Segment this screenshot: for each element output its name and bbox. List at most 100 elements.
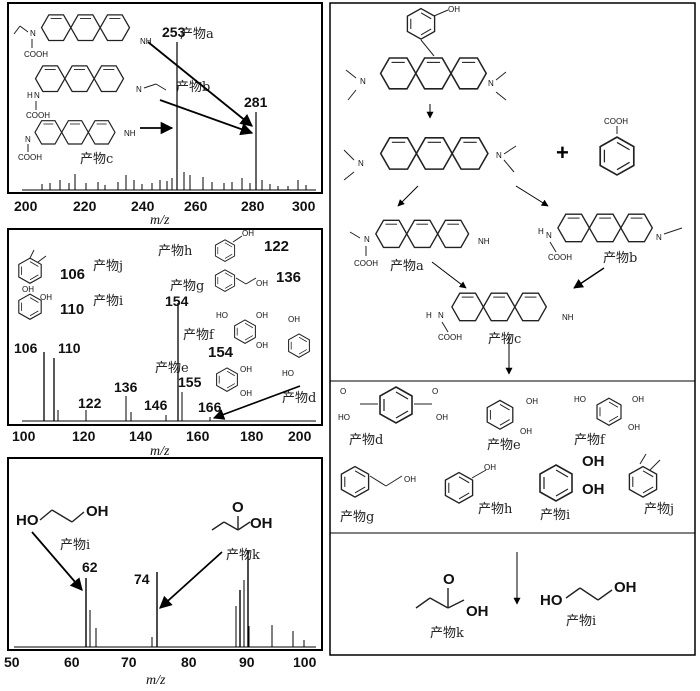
- svg-text:OH: OH: [632, 395, 644, 404]
- svg-text:106: 106: [14, 340, 38, 356]
- svg-text:OH: OH: [22, 285, 34, 294]
- product-c-structure-2: H N COOH NH: [426, 292, 574, 342]
- plus-sign: +: [556, 140, 569, 165]
- svg-text:260: 260: [184, 198, 208, 214]
- svg-text:O: O: [443, 571, 455, 588]
- benzoic-acid-structure: COOH: [599, 117, 635, 176]
- svg-text:140: 140: [129, 428, 153, 444]
- legend-110: 110: [60, 301, 84, 318]
- svg-text:OH: OH: [288, 315, 300, 324]
- rhodamine-intermediate-structure: N N: [343, 137, 517, 181]
- panel-3-xlabel: m/z: [146, 673, 166, 688]
- degradation-scheme-panel: OH N N N N + COOH: [329, 2, 696, 656]
- svg-text:HO: HO: [540, 592, 563, 609]
- panel-3-minor-peaks: [89, 580, 305, 647]
- product-i-structure-3: OH OH: [539, 453, 605, 502]
- product-f-structure-2: HO OH OH: [574, 395, 644, 432]
- svg-text:H: H: [538, 227, 544, 236]
- arrow-b-to-c: [573, 267, 605, 289]
- spectrum-panel-1: 253 281 产物a 产物b 产物c N COOH NH H N COOH N…: [7, 2, 323, 228]
- product-e-label: 产物e: [155, 361, 189, 376]
- svg-text:154: 154: [165, 293, 189, 309]
- scheme-frame: [329, 2, 696, 656]
- arrow-a-to-281: [147, 41, 253, 127]
- product-g-structure-1: OH: [214, 269, 268, 292]
- svg-text:OH: OH: [582, 453, 605, 470]
- svg-text:COOH: COOH: [438, 333, 462, 342]
- product-h-label: 产物h: [158, 244, 193, 259]
- legend-106: 106: [60, 266, 85, 283]
- scheme-label-c: 产物c: [488, 332, 521, 347]
- arrow-i-to-62: [31, 531, 83, 591]
- rhodamine-b-structure: OH N N: [345, 5, 507, 101]
- product-e-structure-1: OH OH: [216, 365, 252, 398]
- svg-text:OH: OH: [520, 427, 532, 436]
- svg-text:H: H: [426, 311, 432, 320]
- svg-text:OH: OH: [628, 423, 640, 432]
- product-d-label: 产物d: [282, 391, 316, 406]
- product-b-label: 产物b: [176, 80, 210, 95]
- svg-text:166: 166: [198, 399, 222, 415]
- panel-2-xlabel: m/z: [150, 444, 170, 459]
- panel-2-peak-labels: 106 110 122 136 146 154 155 166: [14, 293, 222, 415]
- svg-text:COOH: COOH: [548, 253, 572, 262]
- svg-text:136: 136: [114, 379, 138, 395]
- svg-text:OH: OH: [240, 365, 252, 374]
- product-i-structure-1: OH OH: [18, 285, 52, 320]
- svg-text:N: N: [438, 311, 444, 320]
- svg-text:HO: HO: [574, 395, 586, 404]
- svg-text:COOH: COOH: [354, 259, 378, 268]
- svg-text:NH: NH: [124, 129, 136, 138]
- svg-text:N: N: [364, 235, 370, 244]
- product-c-label: 产物c: [80, 152, 113, 167]
- product-d-structure-1: OH HO: [282, 315, 311, 378]
- svg-text:COOH: COOH: [24, 50, 48, 59]
- scheme-label-a: 产物a: [390, 259, 424, 274]
- svg-text:OH: OH: [256, 311, 268, 320]
- product-g-structure-2: OH: [340, 465, 416, 498]
- svg-text:N: N: [546, 231, 552, 240]
- scheme-label-f: 产物f: [574, 433, 606, 448]
- arrow-k-to-74: [159, 551, 223, 609]
- product-b-structure-1: H N COOH N: [26, 65, 167, 120]
- svg-text:OH: OH: [40, 293, 52, 302]
- peak-62-label: 62: [82, 559, 98, 575]
- svg-text:O: O: [232, 499, 244, 516]
- svg-text:122: 122: [78, 395, 102, 411]
- product-c-structure-1: N COOH NH: [18, 120, 136, 162]
- scheme-label-i: 产物i: [540, 508, 570, 523]
- svg-text:HO: HO: [282, 369, 294, 378]
- panel-1-xlabel: m/z: [150, 213, 170, 228]
- panel-1-noise: [41, 172, 307, 190]
- svg-text:O: O: [340, 387, 346, 396]
- arrow-a-to-c: [431, 261, 467, 289]
- svg-text:200: 200: [288, 428, 312, 444]
- svg-text:OH: OH: [256, 341, 268, 350]
- svg-text:155: 155: [178, 374, 202, 390]
- svg-text:H: H: [27, 91, 33, 100]
- peak-74-label: 74: [134, 571, 150, 587]
- svg-text:100: 100: [293, 654, 317, 670]
- panel-1-ticks: 200 220 240 260 280 300: [14, 198, 316, 214]
- spectrum-panel-3: 62 74 HO OH 产物i O OH 产物k 50 60 70 80 90: [4, 457, 323, 688]
- product-g-label: 产物g: [170, 279, 204, 294]
- scheme-label-j: 产物j: [644, 502, 674, 517]
- svg-text:OH: OH: [86, 503, 109, 520]
- scheme-label-k: 产物k: [430, 626, 464, 641]
- svg-text:HO: HO: [216, 311, 228, 320]
- svg-text:N: N: [25, 135, 31, 144]
- product-i-label: 产物i: [93, 294, 123, 309]
- svg-text:HO: HO: [16, 512, 39, 529]
- svg-text:OH: OH: [256, 279, 268, 288]
- svg-text:OH: OH: [242, 229, 254, 238]
- scheme-label-g: 产物g: [340, 510, 374, 525]
- svg-text:N: N: [360, 77, 366, 86]
- svg-text:N: N: [30, 29, 36, 38]
- product-i-label-3: 产物i: [60, 538, 90, 553]
- peak-281-label: 281: [244, 94, 268, 110]
- product-e-structure-2: OH OH: [486, 397, 538, 436]
- svg-text:90: 90: [239, 654, 255, 670]
- svg-text:OH: OH: [582, 481, 605, 498]
- panel-2-frame: [7, 228, 323, 426]
